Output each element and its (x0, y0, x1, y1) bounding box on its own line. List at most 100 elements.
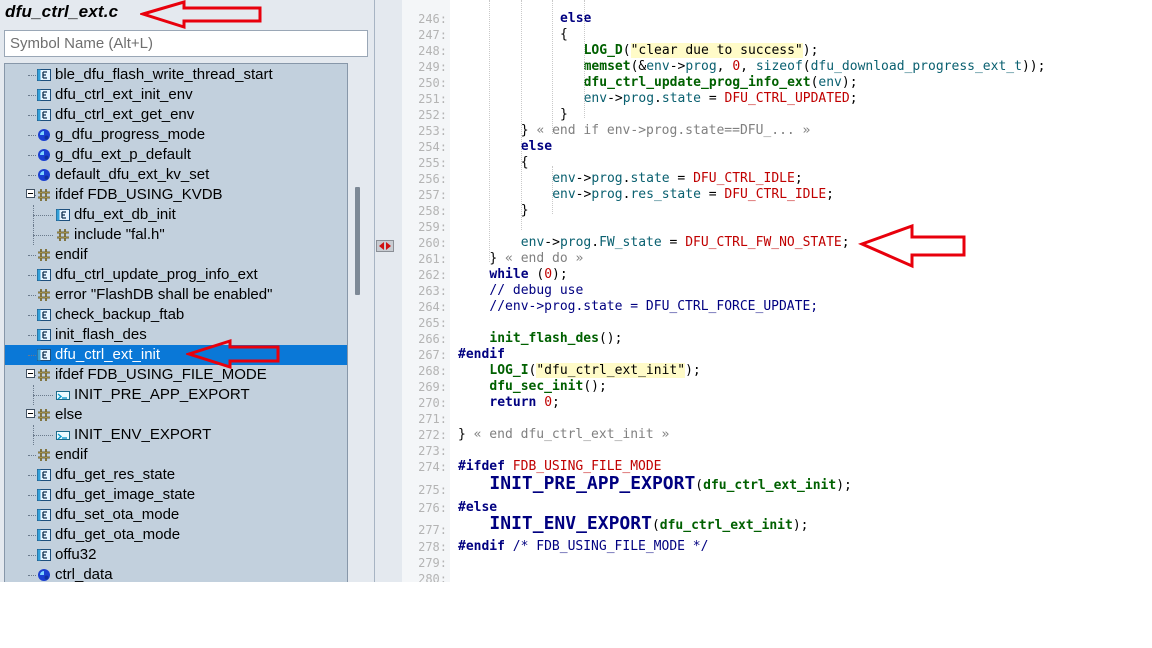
code-line[interactable]: 259: (402, 219, 1152, 235)
symbol-tree-item[interactable]: ifdef FDB_USING_FILE_MODE (5, 365, 347, 385)
symbol-tree-item[interactable]: ctrl_data (5, 565, 347, 582)
symbol-tree-item[interactable]: dfu_ctrl_ext_get_env (5, 105, 347, 125)
tree-guide-line (28, 275, 36, 276)
symbol-tree-item[interactable]: offu32 (5, 545, 347, 565)
symbol-tree-item[interactable]: dfu_get_ota_mode (5, 525, 347, 545)
symbol-tree-item[interactable]: dfu_get_res_state (5, 465, 347, 485)
code-line[interactable]: 266:init_flash_des(); (402, 331, 1152, 347)
code-line[interactable]: 268:LOG_I("dfu_ctrl_ext_init"); (402, 363, 1152, 379)
code-token: . (591, 235, 600, 250)
symbol-tree-item[interactable]: check_backup_ftab (5, 305, 347, 325)
code-token: } (458, 427, 466, 442)
code-line[interactable]: 248:LOG_D("clear due to success"); (402, 43, 1152, 59)
symbol-tree-item[interactable]: dfu_set_ota_mode (5, 505, 347, 525)
line-number: 265: (418, 316, 447, 330)
code-token: ( (695, 478, 704, 493)
scrollbar-thumb[interactable] (355, 187, 360, 295)
code-line[interactable]: 261:} « end do » (402, 251, 1152, 267)
code-line[interactable]: 262:while (0); (402, 267, 1152, 283)
symbol-tree-item[interactable]: dfu_ctrl_ext_init (5, 345, 347, 365)
code-line[interactable]: 247: { (402, 27, 1152, 43)
code-line[interactable]: 263:// debug use (402, 283, 1152, 299)
symbol-tree-item[interactable]: else (5, 405, 347, 425)
splitter-toggle-button[interactable] (376, 240, 394, 252)
code-line[interactable]: 264://env->prog.state = DFU_CTRL_FORCE_U… (402, 299, 1152, 315)
code-line[interactable]: 280: (402, 571, 1152, 582)
code-line[interactable]: 271: (402, 411, 1152, 427)
code-line[interactable]: 273: (402, 443, 1152, 459)
symbol-tree-item[interactable]: g_dfu_progress_mode (5, 125, 347, 145)
code-line[interactable]: 279: (402, 555, 1152, 571)
code-line[interactable]: 274:#ifdef FDB_USING_FILE_MODE (402, 459, 1152, 475)
symbol-tree-item[interactable]: ifdef FDB_USING_KVDB (5, 185, 347, 205)
symbol-tree-item[interactable]: INIT_PRE_APP_EXPORT (5, 385, 347, 405)
line-number: 279: (418, 556, 447, 570)
symbol-tree-item[interactable]: default_dfu_ext_kv_set (5, 165, 347, 185)
code-line[interactable]: 251:env->prog.state = DFU_CTRL_UPDATED; (402, 91, 1152, 107)
function-icon (36, 527, 52, 543)
code-token: memset (583, 59, 631, 74)
code-text: } « end do » (489, 251, 583, 267)
code-token: ( (528, 267, 545, 282)
tree-guide-line (28, 115, 36, 116)
indent-guide (552, 166, 554, 214)
panel-splitter[interactable] (374, 0, 402, 582)
symbol-search-input[interactable] (4, 30, 368, 57)
code-text: dfu_sec_init(); (489, 379, 606, 395)
symbol-tree-item[interactable]: INIT_ENV_EXPORT (5, 425, 347, 445)
code-line[interactable]: 272:} « end dfu_ctrl_ext_init » (402, 427, 1152, 443)
symbol-tree-item[interactable]: error "FlashDB shall be enabled" (5, 285, 347, 305)
code-token: { (560, 27, 568, 42)
symbol-tree-item[interactable]: dfu_ctrl_update_prog_info_ext (5, 265, 347, 285)
code-line[interactable]: 253:} « end if env->prog.state==DFU_... … (402, 123, 1152, 139)
code-token: dfu_sec_init (489, 379, 584, 394)
tree-guide-line (28, 95, 36, 96)
symbol-tree-item[interactable]: init_flash_des (5, 325, 347, 345)
code-token: dfu_ctrl_ext_init (703, 478, 837, 493)
code-line[interactable]: 256:env->prog.state = DFU_CTRL_IDLE; (402, 171, 1152, 187)
code-line[interactable]: 269:dfu_sec_init(); (402, 379, 1152, 395)
line-number: 260: (418, 236, 447, 250)
code-line[interactable]: 275:INIT_PRE_APP_EXPORT(dfu_ctrl_ext_ini… (402, 475, 1152, 500)
code-line[interactable]: 252:} (402, 107, 1152, 123)
symbol-tree-item[interactable]: dfu_ctrl_ext_init_env (5, 85, 347, 105)
symbol-tree-scrollbar[interactable] (349, 63, 374, 582)
code-token: /* FDB_USING_FILE_MODE */ (504, 539, 709, 554)
symbol-tree-item[interactable]: g_dfu_ext_p_default (5, 145, 347, 165)
symbol-label: endif (55, 246, 88, 263)
symbol-label: ble_dfu_flash_write_thread_start (55, 66, 273, 83)
code-text: INIT_PRE_APP_EXPORT(dfu_ctrl_ext_init); (489, 475, 851, 494)
code-line[interactable]: 257:env->prog.res_state = DFU_CTRL_IDLE; (402, 187, 1152, 203)
symbol-tree-item[interactable]: endif (5, 245, 347, 265)
code-line[interactable]: 276:#else (402, 500, 1152, 516)
code-line[interactable]: 245: (402, 0, 1152, 3)
code-line[interactable]: 249:memset(&env->prog, 0, sizeof(dfu_dow… (402, 59, 1152, 75)
code-line[interactable]: 255:{ (402, 155, 1152, 171)
symbol-tree-item[interactable]: dfu_ext_db_init (5, 205, 347, 225)
double-arrow-icon (379, 242, 391, 250)
symbol-tree-item[interactable]: include "fal.h" (5, 225, 347, 245)
collapse-toggle-icon[interactable] (26, 409, 35, 418)
code-line[interactable]: 250:dfu_ctrl_update_prog_info_ext(env); (402, 75, 1152, 91)
collapse-toggle-icon[interactable] (26, 189, 35, 198)
code-line[interactable]: 278:#endif /* FDB_USING_FILE_MODE */ (402, 539, 1152, 555)
symbol-tree-item[interactable]: ble_dfu_flash_write_thread_start (5, 65, 347, 85)
code-line[interactable]: 246:else (402, 11, 1152, 27)
code-line[interactable]: 254:else (402, 139, 1152, 155)
symbol-tree-item[interactable]: endif (5, 445, 347, 465)
function-icon (36, 507, 52, 523)
symbol-label: else (55, 406, 83, 423)
code-line[interactable]: 258:} (402, 203, 1152, 219)
code-line[interactable]: 267:#endif (402, 347, 1152, 363)
code-line[interactable]: 260:env->prog.FW_state = DFU_CTRL_FW_NO_… (402, 235, 1152, 251)
code-line[interactable]: 265: (402, 315, 1152, 331)
line-number: 249: (418, 60, 447, 74)
code-token: -> (669, 59, 686, 74)
collapse-toggle-icon[interactable] (26, 369, 35, 378)
code-token: , (740, 59, 756, 74)
code-line[interactable]: 277:INIT_ENV_EXPORT(dfu_ctrl_ext_init); (402, 515, 1152, 540)
code-line[interactable]: 270:return 0; (402, 395, 1152, 411)
line-number: 247: (418, 28, 447, 42)
symbol-tree-item[interactable]: dfu_get_image_state (5, 485, 347, 505)
